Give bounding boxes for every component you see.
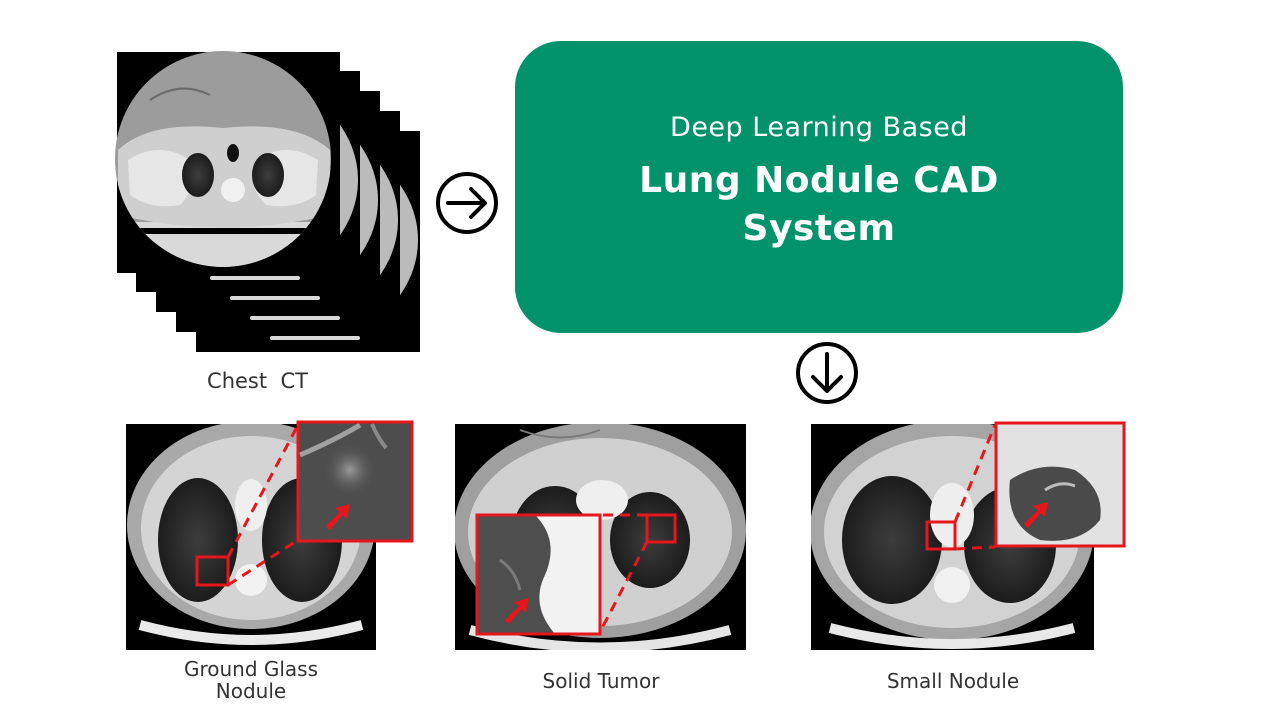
pointer-arrow-icon [326,504,350,530]
result-panel-ground-glass [126,420,414,650]
result-panel-solid-tumor [455,424,746,650]
zoom-inset-solid-tumor [475,513,602,636]
result-label-ground-glass: Ground Glass Nodule [121,658,381,702]
pointer-arrow-icon [1024,502,1048,528]
result-label-line-1: Small Nodule [886,669,1020,693]
ct-slice-edges [210,276,360,340]
pointer-arrow-icon [505,598,529,624]
cad-title-line-1: Lung Nodule CAD [639,159,999,201]
circle-arrow-down-icon [796,342,858,404]
result-label-solid-tumor: Solid Tumor [471,670,731,692]
cad-subtitle: Deep Learning Based [670,111,968,143]
ct-slice-front [115,51,340,273]
circle-arrow-right-icon [436,172,498,234]
result-panel-small-nodule [811,421,1126,650]
result-label-line-2: Nodule [215,679,287,703]
result-label-line-1: Solid Tumor [542,669,660,693]
cad-title-line-2: System [742,207,896,249]
zoom-inset-ground-glass [296,420,414,543]
cad-title: Lung Nodule CAD System [639,157,999,253]
chest-ct-label: Chest CT [207,369,308,393]
result-label-line-1: Ground Glass [183,657,319,681]
ct-stack [115,51,420,352]
result-label-small-nodule: Small Nodule [823,670,1083,692]
cad-system-box: Deep Learning Based Lung Nodule CAD Syst… [515,41,1123,333]
zoom-inset-small-nodule [994,421,1126,548]
